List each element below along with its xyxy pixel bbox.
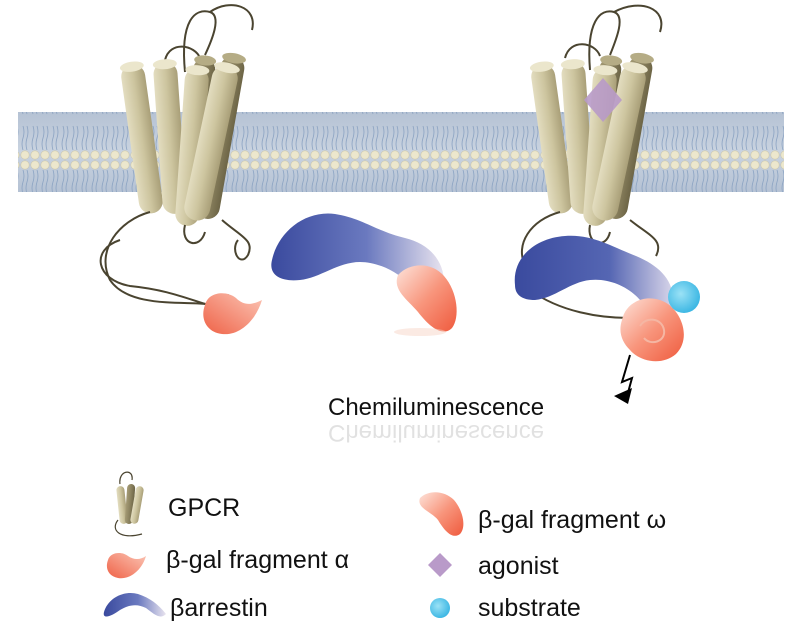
legend-fragment-alpha-icon: [106, 552, 146, 579]
chemiluminescence-label: Chemiluminescence: [328, 394, 545, 421]
legend-agonist-icon: [428, 553, 452, 577]
legend-barrestin-icon: [103, 592, 166, 617]
legend-label-gpcr: GPCR: [168, 494, 241, 522]
barrestin-free: [271, 213, 457, 336]
legend-fragment-omega-icon: [419, 492, 464, 536]
light-emission-arrow: [614, 354, 634, 404]
substrate-bound: [668, 281, 700, 313]
chemiluminescence-reflection: Chemiluminescence: [328, 419, 545, 446]
agonist-bound: [584, 78, 622, 122]
legend-label-fragment-alpha: β-gal fragment α: [166, 546, 350, 574]
gpcr-active: [520, 4, 663, 319]
gpcr-inactive: [99, 4, 254, 307]
legend-label-barrestin: βarrestin: [170, 594, 268, 622]
legend-gpcr-icon: [114, 471, 144, 537]
fragment-alpha-left: [203, 293, 262, 335]
legend-substrate-icon: [430, 598, 450, 618]
legend-label-agonist: agonist: [478, 552, 559, 580]
legend-label-substrate: substrate: [478, 594, 581, 622]
legend-label-fragment-omega: β-gal fragment ω: [478, 506, 667, 534]
complemented-enzyme: [620, 298, 684, 362]
barrestin-bound: [514, 235, 700, 362]
